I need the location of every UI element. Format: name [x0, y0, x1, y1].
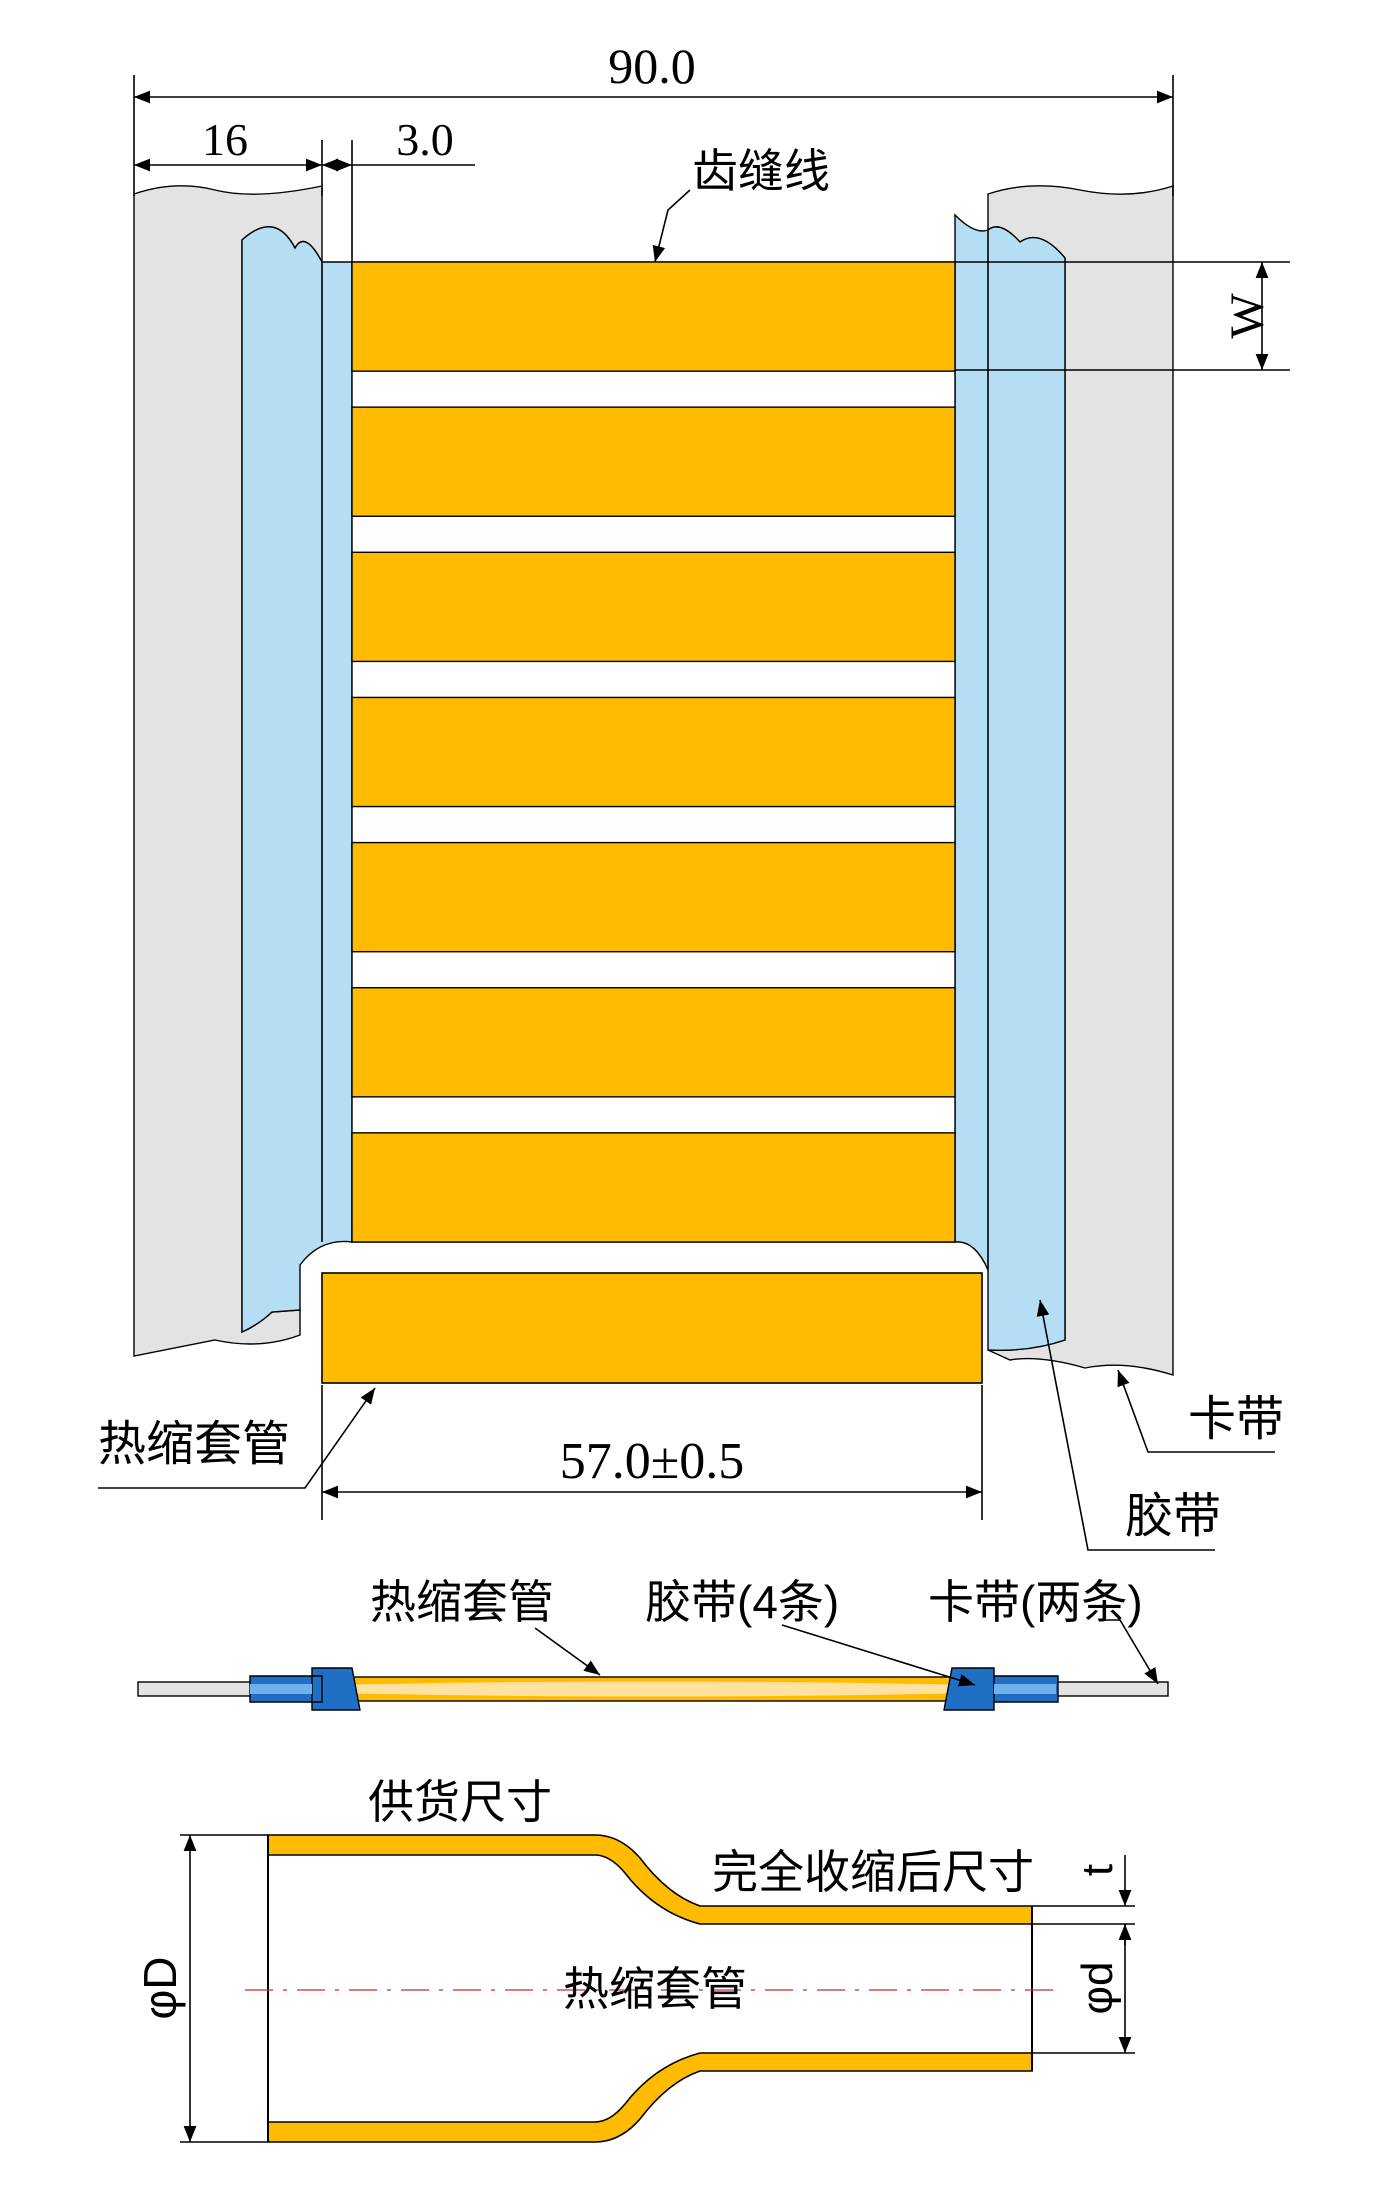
side-sleeve-label: 热缩套管	[370, 1576, 554, 1628]
side-view-labels: 热缩套管 胶带(4条) 卡带(两条)	[370, 1576, 1159, 1687]
dim-overall-width: 90.0	[133, 38, 1174, 196]
sleeve-band	[351, 987, 956, 1098]
side-right-clamp-highlight	[994, 1684, 1056, 1694]
side-left-clamp-highlight	[250, 1684, 312, 1694]
dim-tape-width: 16 3.0	[134, 114, 475, 262]
sleeve-band-group	[351, 261, 956, 1243]
tape-width-text: 16	[202, 114, 248, 165]
heat-shrink-sleeve-end	[321, 1272, 983, 1384]
supply-size-label: 供货尺寸	[368, 1776, 552, 1828]
perforation-line-callout: 齿缝线	[652, 145, 830, 263]
adhesive-tape-label: 胶带	[1125, 1490, 1221, 1543]
dim-inner-diameter: φd t	[1032, 1855, 1135, 2054]
section-view	[245, 1834, 1055, 2143]
wall-thickness-text: t	[1073, 1864, 1122, 1876]
right-adhesive-tape	[954, 213, 1066, 1351]
dim-sleeve-length: 57.0±0.5	[321, 1385, 983, 1520]
tube-label: 热缩套管	[563, 1963, 747, 2015]
sleeve-band	[351, 841, 956, 953]
recovered-size-label: 完全收缩后尺寸	[712, 1846, 1034, 1898]
outer-diameter-text: φD	[134, 1956, 186, 2019]
tube-upper-wall	[267, 1834, 1033, 1925]
sleeve-callout: 热缩套管	[98, 1387, 376, 1489]
adhesive-tape-callout: 胶带	[1036, 1299, 1221, 1551]
dim-band-width: W	[955, 261, 1290, 371]
sleeve-band	[351, 1132, 956, 1243]
overall-width-text: 90.0	[608, 38, 696, 94]
sleeve-band	[351, 261, 956, 372]
clamp-band-label: 卡带	[1188, 1393, 1284, 1446]
band-width-text: W	[1221, 293, 1274, 339]
side-view	[137, 1667, 1169, 1711]
gap-text: 3.0	[396, 114, 454, 165]
sleeve-band	[351, 696, 956, 808]
perforation-line-label: 齿缝线	[692, 145, 830, 197]
side-sleeve-inner	[328, 1681, 976, 1697]
sleeve-label: 热缩套管	[98, 1418, 290, 1471]
sleeve-band	[351, 551, 956, 663]
top-view	[133, 185, 1174, 1384]
tube-lower-wall	[267, 2052, 1033, 2143]
sleeve-length-text: 57.0±0.5	[560, 1433, 745, 1490]
left-adhesive-tape	[241, 226, 353, 1334]
clamp-band-callout: 卡带	[1117, 1369, 1284, 1453]
inner-diameter-text: φd	[1073, 1961, 1122, 2014]
sleeve-band	[351, 406, 956, 517]
dim-outer-diameter: φD	[134, 1834, 268, 2143]
side-tape-label: 胶带(4条)	[645, 1576, 839, 1628]
section-labels: 供货尺寸 完全收缩后尺寸 热缩套管	[368, 1776, 1034, 2015]
